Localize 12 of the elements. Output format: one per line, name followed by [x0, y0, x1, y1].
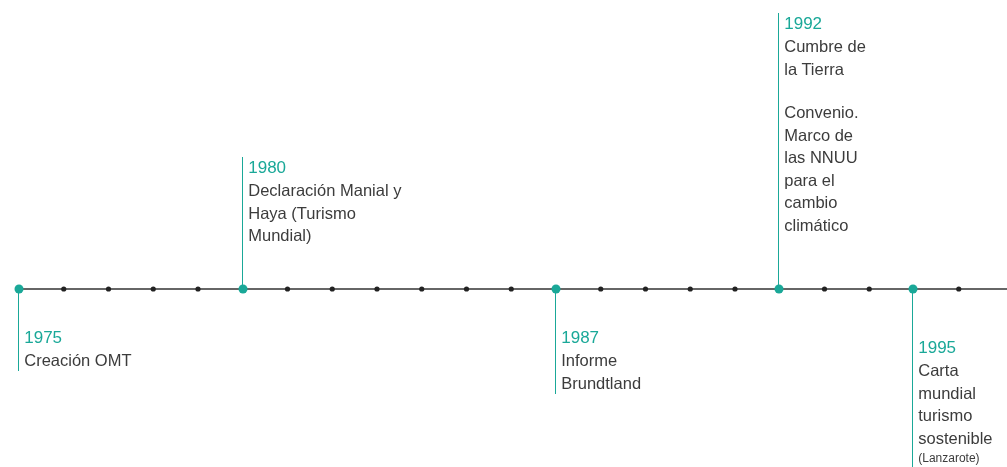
- event-description: Cumbre de la Tierra: [784, 36, 867, 80]
- event-description: Carta mundial turismo sostenible: [918, 360, 994, 449]
- event-description: Convenio. Marco de las NNUU para el cambio climático: [784, 102, 860, 236]
- event-year: 1975: [24, 326, 64, 349]
- event-description: Declaración Manial y Haya (Turismo Mundial): [248, 180, 403, 246]
- event-note: (Lanzarote): [918, 450, 981, 467]
- event-year: 1992: [784, 13, 824, 35]
- event-year: 1987: [561, 327, 601, 349]
- event-year: 1995: [918, 337, 958, 359]
- event-description: Creación OMT: [24, 349, 133, 371]
- event-year: 1980: [248, 157, 288, 179]
- event-description: Informe Brundtland: [561, 350, 643, 394]
